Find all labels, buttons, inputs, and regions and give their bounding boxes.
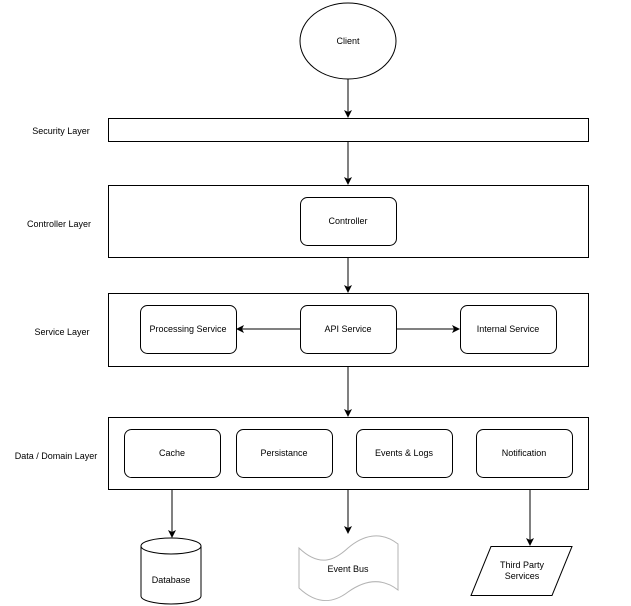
persistance-node	[236, 429, 333, 478]
third-party-parallelogram	[470, 546, 573, 596]
security-layer-label: Security Layer	[32, 126, 90, 136]
processing-service-label: Processing Service	[149, 324, 226, 334]
notification-node	[476, 429, 573, 478]
service-layer-box	[108, 293, 589, 367]
events-logs-label: Events & Logs	[375, 448, 434, 458]
data-layer-box	[108, 417, 589, 490]
controller-layer-label: Controller Layer	[27, 219, 91, 229]
internal-service-node	[460, 305, 557, 354]
api-service-node	[300, 305, 397, 354]
internal-service-label: Internal Service	[477, 324, 540, 334]
event-bus-shape	[298, 535, 399, 601]
controller-label: Controller	[328, 216, 367, 226]
data-layer-label: Data / Domain Layer	[15, 451, 98, 461]
third-party-label-2: Services	[505, 571, 540, 581]
controller-node	[300, 197, 397, 246]
cache-node	[124, 429, 221, 478]
controller-layer-box	[108, 185, 589, 258]
database-cylinder	[140, 537, 202, 605]
database-label: Database	[152, 575, 191, 585]
service-layer-label: Service Layer	[34, 327, 89, 337]
client-label: Client	[336, 36, 360, 46]
security-layer-box	[108, 118, 589, 142]
third-party-label-1: Third Party	[500, 560, 545, 570]
cache-label: Cache	[159, 448, 185, 458]
persistance-label: Persistance	[260, 448, 307, 458]
arrows	[168, 79, 534, 546]
event-bus-label: Event Bus	[327, 564, 369, 574]
events-logs-node	[356, 429, 453, 478]
api-service-label: API Service	[324, 324, 371, 334]
notification-label: Notification	[502, 448, 547, 458]
